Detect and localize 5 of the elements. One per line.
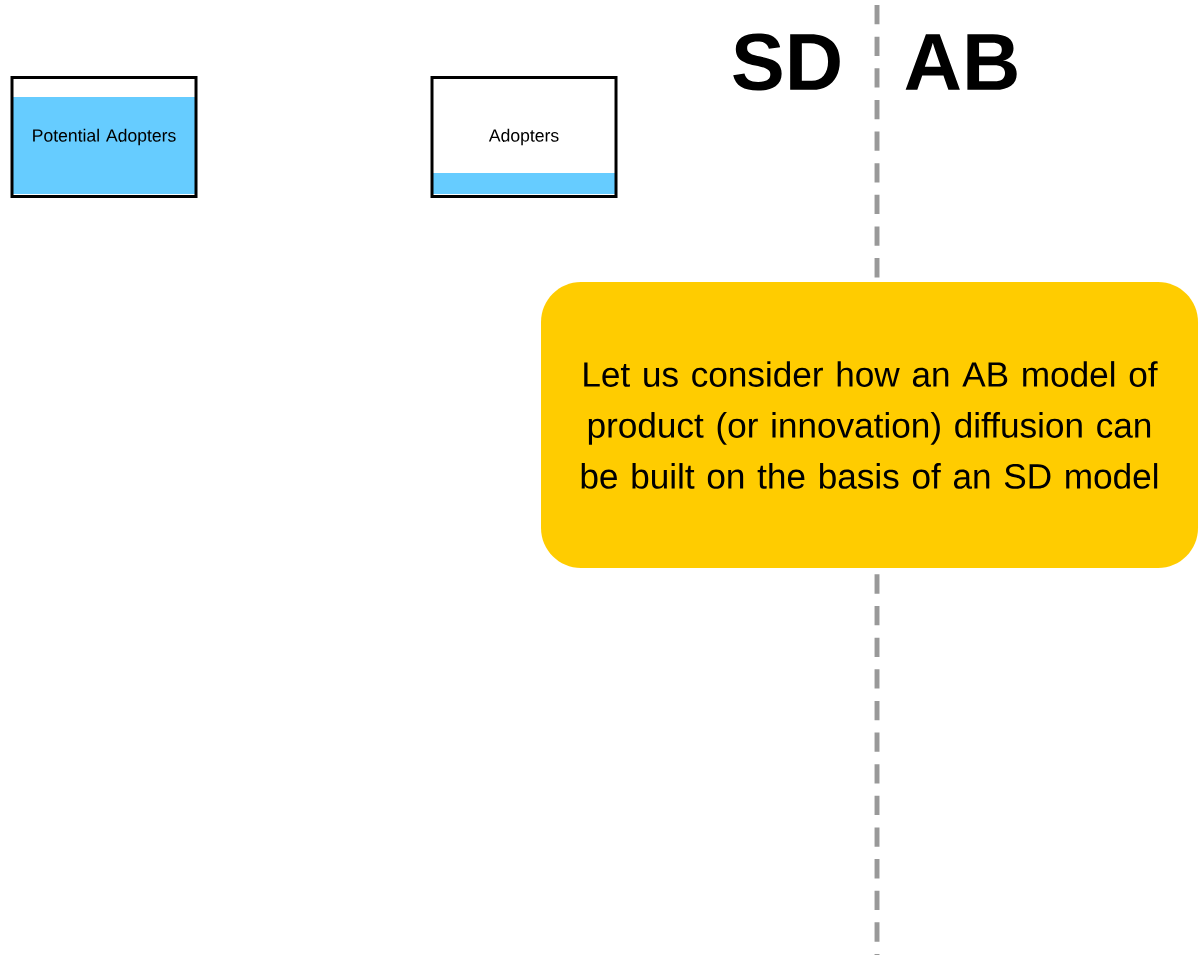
stock-box: Adopters	[430, 76, 618, 198]
heading: SD	[733, 33, 840, 91]
callout-box: Let us consider how an AB model of product (or innovation) diffusion can be built on the basis of an SD model	[541, 282, 1198, 568]
stock-box: Potential Adopters	[10, 76, 198, 198]
heading: AB	[905, 34, 1017, 90]
